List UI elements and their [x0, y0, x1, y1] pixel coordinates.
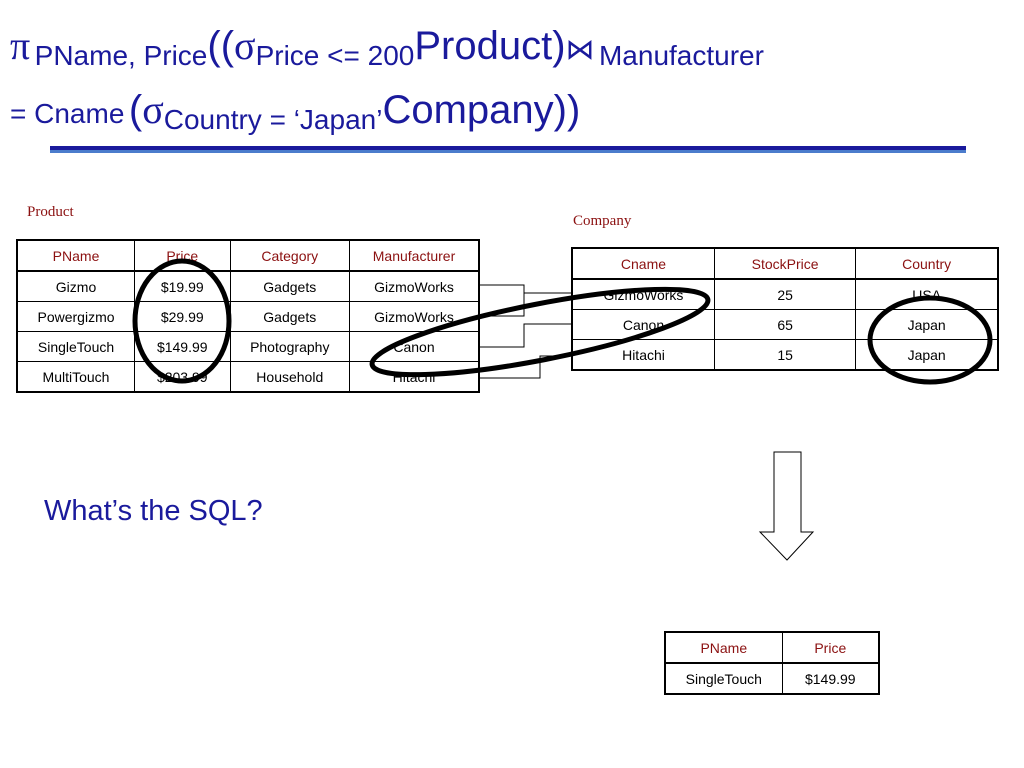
table-cell: Gadgets	[229, 301, 351, 332]
table-cell: SingleTouch	[16, 331, 136, 362]
result-table: PName Price SingleTouch $149.99	[664, 631, 880, 695]
table-cell: GizmoWorks	[349, 301, 480, 332]
table-row: Powergizmo $29.99 Gadgets GizmoWorks	[16, 301, 480, 332]
table-row: MultiTouch $203.99 Household Hitachi	[16, 361, 480, 393]
table-cell: Japan	[855, 339, 999, 371]
table-cell: Photography	[229, 331, 351, 362]
table-cell: Japan	[855, 309, 999, 340]
title-underline	[50, 146, 966, 150]
table-row: SingleTouch $149.99 Photography Canon	[16, 331, 480, 362]
table-cell: Hitachi	[571, 339, 715, 371]
projection-attributes: PName, Price	[34, 40, 208, 71]
open-parens: ((	[207, 24, 235, 68]
table-cell: $149.99	[134, 331, 231, 362]
table-cell: MultiTouch	[16, 361, 136, 393]
header-cell: Cname	[571, 247, 715, 280]
title-line-1: π PName, Price((σPrice <= 200Product)⋈ M…	[10, 22, 764, 72]
table-cell: $19.99	[134, 270, 231, 302]
table-cell: GizmoWorks	[349, 270, 480, 302]
table-row: SingleTouch $149.99	[664, 662, 880, 695]
selection-condition-2: Country = ‘Japan’	[163, 104, 383, 135]
join-connector-lines	[480, 284, 571, 379]
table-header-row: PName Price Category Manufacturer	[16, 239, 480, 272]
down-arrow-icon	[758, 451, 815, 561]
table-cell: 25	[713, 278, 857, 310]
header-cell: Manufacturer	[349, 239, 480, 272]
header-cell: StockPrice	[713, 247, 857, 280]
table-cell: GizmoWorks	[571, 278, 715, 310]
table-cell: 15	[713, 339, 857, 371]
connector-hitachi	[480, 355, 571, 379]
join-condition-b: = Cname	[10, 98, 125, 129]
table-cell: Canon	[349, 331, 480, 362]
title-underline-shadow	[50, 150, 966, 153]
open-paren-2: (	[128, 88, 143, 132]
table-cell: Canon	[571, 309, 715, 340]
sigma-symbol-1: σ	[234, 23, 256, 68]
table-cell: USA	[855, 278, 999, 310]
company-table: Cname StockPrice Country GizmoWorks 25 U…	[571, 247, 999, 371]
header-cell: PName	[664, 631, 783, 664]
table-cell: Hitachi	[349, 361, 480, 393]
table-cell: Gizmo	[16, 270, 136, 302]
title-line-2: = Cname (σCountry = ‘Japan’Company))	[10, 86, 580, 136]
table-cell: Powergizmo	[16, 301, 136, 332]
table-cell: Household	[229, 361, 351, 393]
product-table: PName Price Category Manufacturer Gizmo …	[16, 239, 480, 393]
product-relation: Product)	[414, 24, 566, 68]
table-row: Canon 65 Japan	[571, 309, 999, 340]
header-cell: Price	[134, 239, 231, 272]
table-cell: $29.99	[134, 301, 231, 332]
product-caption: Product	[27, 204, 74, 220]
join-symbol: ⋈	[565, 34, 595, 66]
header-cell: Country	[855, 247, 999, 280]
header-cell: PName	[16, 239, 136, 272]
table-cell: $149.99	[781, 662, 880, 695]
header-cell: Category	[229, 239, 351, 272]
sql-question: What’s the SQL?	[44, 495, 263, 527]
table-cell: Gadgets	[229, 270, 351, 302]
table-cell: 65	[713, 309, 857, 340]
join-condition-a: Manufacturer	[598, 40, 764, 71]
table-row: Hitachi 15 Japan	[571, 339, 999, 371]
sigma-symbol-2: σ	[142, 87, 164, 132]
table-row: Gizmo $19.99 Gadgets GizmoWorks	[16, 270, 480, 302]
pi-symbol: π	[10, 23, 31, 68]
header-cell: Price	[781, 631, 880, 664]
company-relation: Company))	[382, 88, 581, 132]
connector-canon	[480, 323, 571, 348]
table-header-row: PName Price	[664, 631, 880, 664]
connector-gizmoworks	[480, 284, 525, 317]
selection-condition-1: Price <= 200	[255, 40, 415, 71]
table-cell: $203.99	[134, 361, 231, 393]
company-caption: Company	[573, 213, 632, 229]
table-row: GizmoWorks 25 USA	[571, 278, 999, 310]
table-cell: SingleTouch	[664, 662, 783, 695]
table-header-row: Cname StockPrice Country	[571, 247, 999, 280]
